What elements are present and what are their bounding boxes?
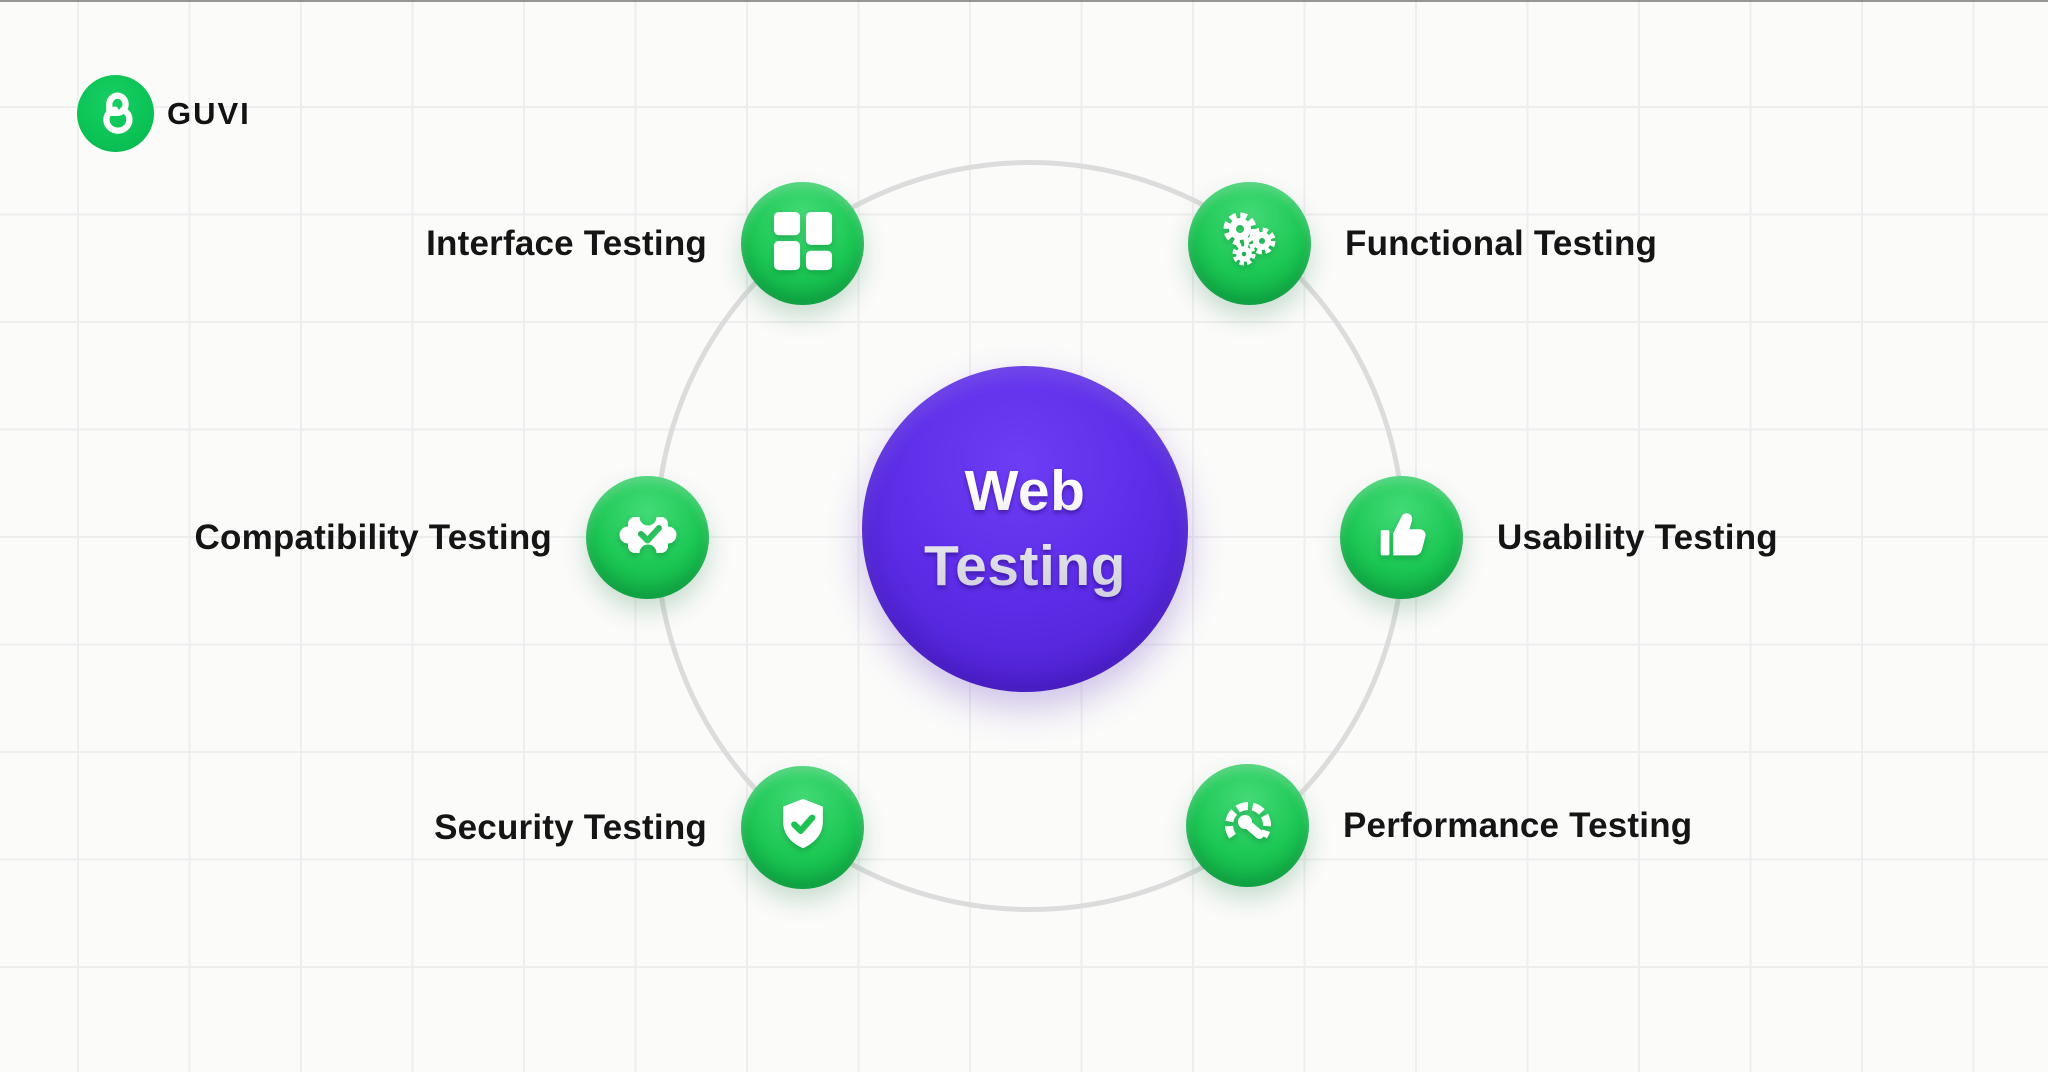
node-usability-testing: Usability Testing xyxy=(1340,476,1778,599)
center-topic-title: Web Testing xyxy=(924,454,1126,604)
node-label: Usability Testing xyxy=(1497,517,1778,557)
gears-icon xyxy=(1218,209,1282,278)
node-label: Compatibility Testing xyxy=(194,517,552,557)
node-label: Performance Testing xyxy=(1343,805,1693,845)
shield-check-icon xyxy=(772,794,834,861)
node-label: Interface Testing xyxy=(426,223,707,263)
thumbs-up-icon xyxy=(1371,504,1433,571)
speedometer-icon xyxy=(1216,791,1280,860)
node-icon-circle xyxy=(1186,764,1309,887)
node-icon-circle xyxy=(741,182,864,305)
center-topic-circle: Web Testing xyxy=(862,366,1188,692)
node-interface-testing: Interface Testing xyxy=(426,182,864,305)
node-label: Security Testing xyxy=(434,807,707,847)
puzzle-check-icon xyxy=(615,503,680,572)
node-security-testing: Security Testing xyxy=(434,766,864,889)
node-performance-testing: Performance Testing xyxy=(1186,764,1692,887)
node-functional-testing: Functional Testing xyxy=(1188,182,1657,305)
center-title-line2: Testing xyxy=(924,534,1126,598)
node-icon-circle xyxy=(1340,476,1463,599)
brand-name: GUVI xyxy=(167,95,251,131)
node-label: Functional Testing xyxy=(1345,223,1658,263)
brand-logo: GUVI xyxy=(77,75,251,152)
guvi-logo-badge xyxy=(77,75,154,152)
layout-grid-icon xyxy=(772,210,834,277)
node-compatibility-testing: Compatibility Testing xyxy=(195,476,709,599)
node-icon-circle xyxy=(586,476,709,599)
node-icon-circle xyxy=(1188,182,1311,305)
node-icon-circle xyxy=(741,766,864,889)
center-title-line1: Web xyxy=(964,458,1086,523)
guvi-g-icon xyxy=(93,88,139,139)
